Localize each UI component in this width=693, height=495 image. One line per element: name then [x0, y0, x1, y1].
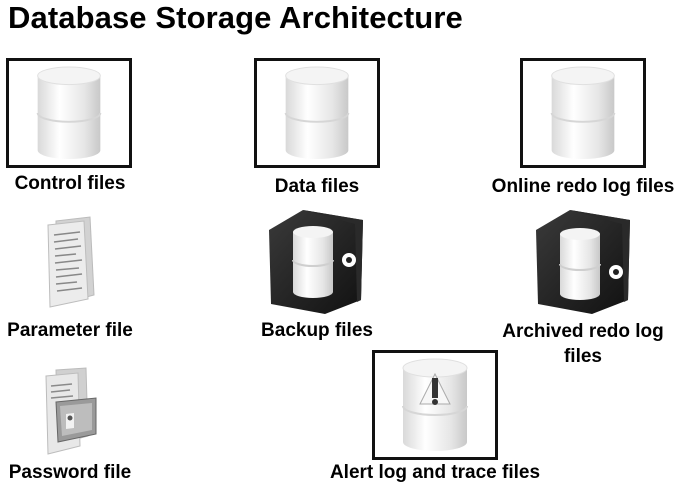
password-document-lock-icon: [45, 367, 97, 455]
password-file-label: Password file: [8, 462, 132, 483]
backup-tape-icon: [269, 210, 363, 314]
database-cylinder-icon: [550, 66, 616, 160]
data-files-label: Data files: [274, 176, 360, 197]
parameter-file-label: Parameter file: [7, 320, 133, 341]
control-files-label: Control files: [14, 173, 126, 194]
parameter-document-icon: [47, 216, 95, 308]
archived-redo-label-line1: Archived redo log: [502, 321, 664, 342]
page-title: Database Storage Architecture: [8, 0, 463, 35]
archived-redo-label-line2: files: [563, 346, 603, 367]
online-redo-label: Online redo log files: [491, 176, 675, 197]
database-cylinder-icon: [284, 66, 350, 160]
archive-tape-icon: [536, 210, 630, 314]
alert-cylinder-icon: [402, 358, 468, 451]
backup-files-label: Backup files: [261, 320, 373, 341]
alert-log-label: Alert log and trace files: [329, 462, 541, 483]
database-cylinder-icon: [36, 66, 102, 160]
